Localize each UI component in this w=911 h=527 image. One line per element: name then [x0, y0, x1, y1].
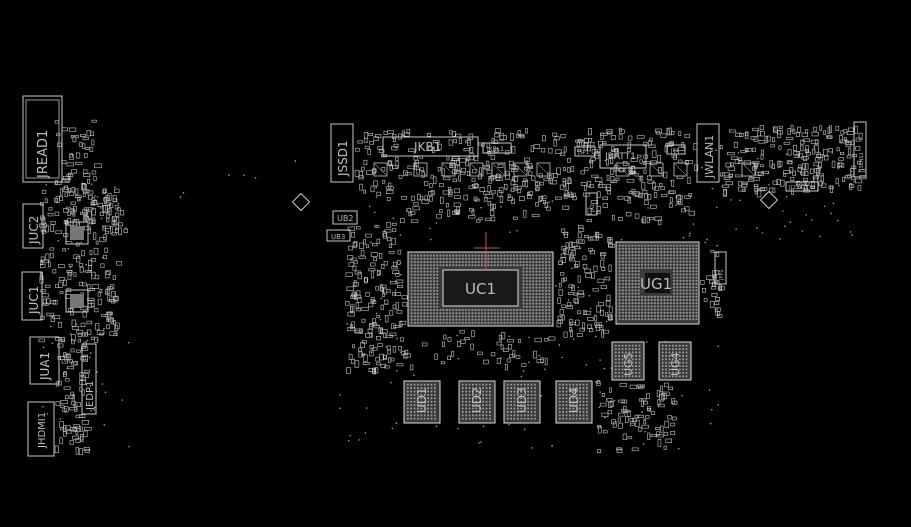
dram-ud2[interactable]: UD2	[458, 380, 496, 424]
connector-jhdmi1[interactable]: JHDMI1	[27, 401, 55, 457]
connector-jcdbg1[interactable]: JCDBG1	[785, 181, 819, 192]
cpu-uc1[interactable]: UC1	[407, 232, 554, 327]
connector-jbatt1[interactable]: JBATT1	[599, 144, 647, 169]
label-jkbl1: JKBL1	[486, 146, 504, 153]
connector-jua1[interactable]: JUA1	[29, 336, 60, 385]
chip-ub2[interactable]: UB2	[332, 210, 358, 225]
connector-jfp1[interactable]: JFP1	[714, 251, 727, 285]
label-jp1: JP1	[670, 148, 679, 154]
label-ug1: UG1	[640, 275, 672, 293]
connector-juc1[interactable]: JUC1	[21, 271, 43, 321]
label-ub2: UB2	[337, 214, 353, 223]
connector-jedp1[interactable]: JEDP1	[81, 343, 97, 415]
label-ud1: UD1	[415, 387, 429, 413]
label-juc2: JUC2	[27, 216, 41, 245]
label-ub3: UB3	[331, 233, 345, 241]
connector-jsp1[interactable]: JSP1	[574, 146, 596, 157]
label-jsp1: JSP1	[577, 150, 589, 156]
connector-jkbl1[interactable]: JKBL1	[482, 142, 512, 154]
connector-jssd1[interactable]: JSSD1	[330, 123, 354, 183]
label-jbatt1: JBATT1	[604, 152, 636, 162]
label-jwlan1: JWLAN1	[703, 135, 716, 179]
connector-jkb1[interactable]: JKB1	[382, 136, 479, 157]
gpu-ug1[interactable]: UG1	[615, 241, 700, 325]
label-jfp1: JFP1	[719, 269, 725, 281]
top-qfn-row	[373, 162, 756, 177]
label-jread1: JREAD1	[36, 130, 51, 179]
mount-hole-left	[291, 192, 311, 212]
label-uc1: UC1	[465, 280, 496, 298]
label-ud2: UD2	[470, 387, 484, 413]
label-jua1: JUA1	[38, 352, 52, 381]
chip-ub3[interactable]: UB3	[326, 229, 351, 242]
vram-ug5[interactable]: UG5	[611, 341, 645, 381]
label-jkb1: JKB1	[413, 140, 441, 154]
dram-ud1[interactable]: UD1	[403, 380, 441, 424]
label-ja1: JA1	[590, 204, 596, 213]
vram-ug4[interactable]: UG4	[658, 341, 692, 381]
label-jedp1: JEDP1	[85, 381, 96, 411]
label-jssd1: JSSD1	[336, 140, 350, 177]
dram-ud4[interactable]: UD4	[555, 380, 593, 424]
connector-jp1[interactable]: JP1	[666, 144, 686, 155]
label-ud4: UD4	[567, 387, 581, 413]
label-jhdmi1: JHDMI1	[37, 412, 48, 449]
label-ug4: UG4	[669, 352, 682, 376]
connector-jread1[interactable]: JREAD1	[22, 95, 63, 183]
left-ic-upper[interactable]	[65, 221, 89, 245]
connector-jwlan1[interactable]: JWLAN1	[696, 123, 720, 183]
label-ud3: UD3	[515, 387, 529, 413]
label-jsens1: JSENS1	[859, 152, 865, 171]
connector-jsens1[interactable]: JSENS1	[853, 121, 867, 178]
dram-ud3[interactable]: UD3	[503, 380, 541, 424]
connector-juc2[interactable]: JUC2	[22, 203, 44, 249]
connector-ja1[interactable]: JA1	[585, 192, 598, 216]
label-jcdbg1: JCDBG1	[788, 185, 808, 191]
left-ic-lower[interactable]	[65, 289, 89, 313]
label-juc1: JUC1	[27, 286, 41, 315]
mount-hole-right	[759, 190, 779, 210]
label-ug5: UG5	[622, 352, 635, 376]
